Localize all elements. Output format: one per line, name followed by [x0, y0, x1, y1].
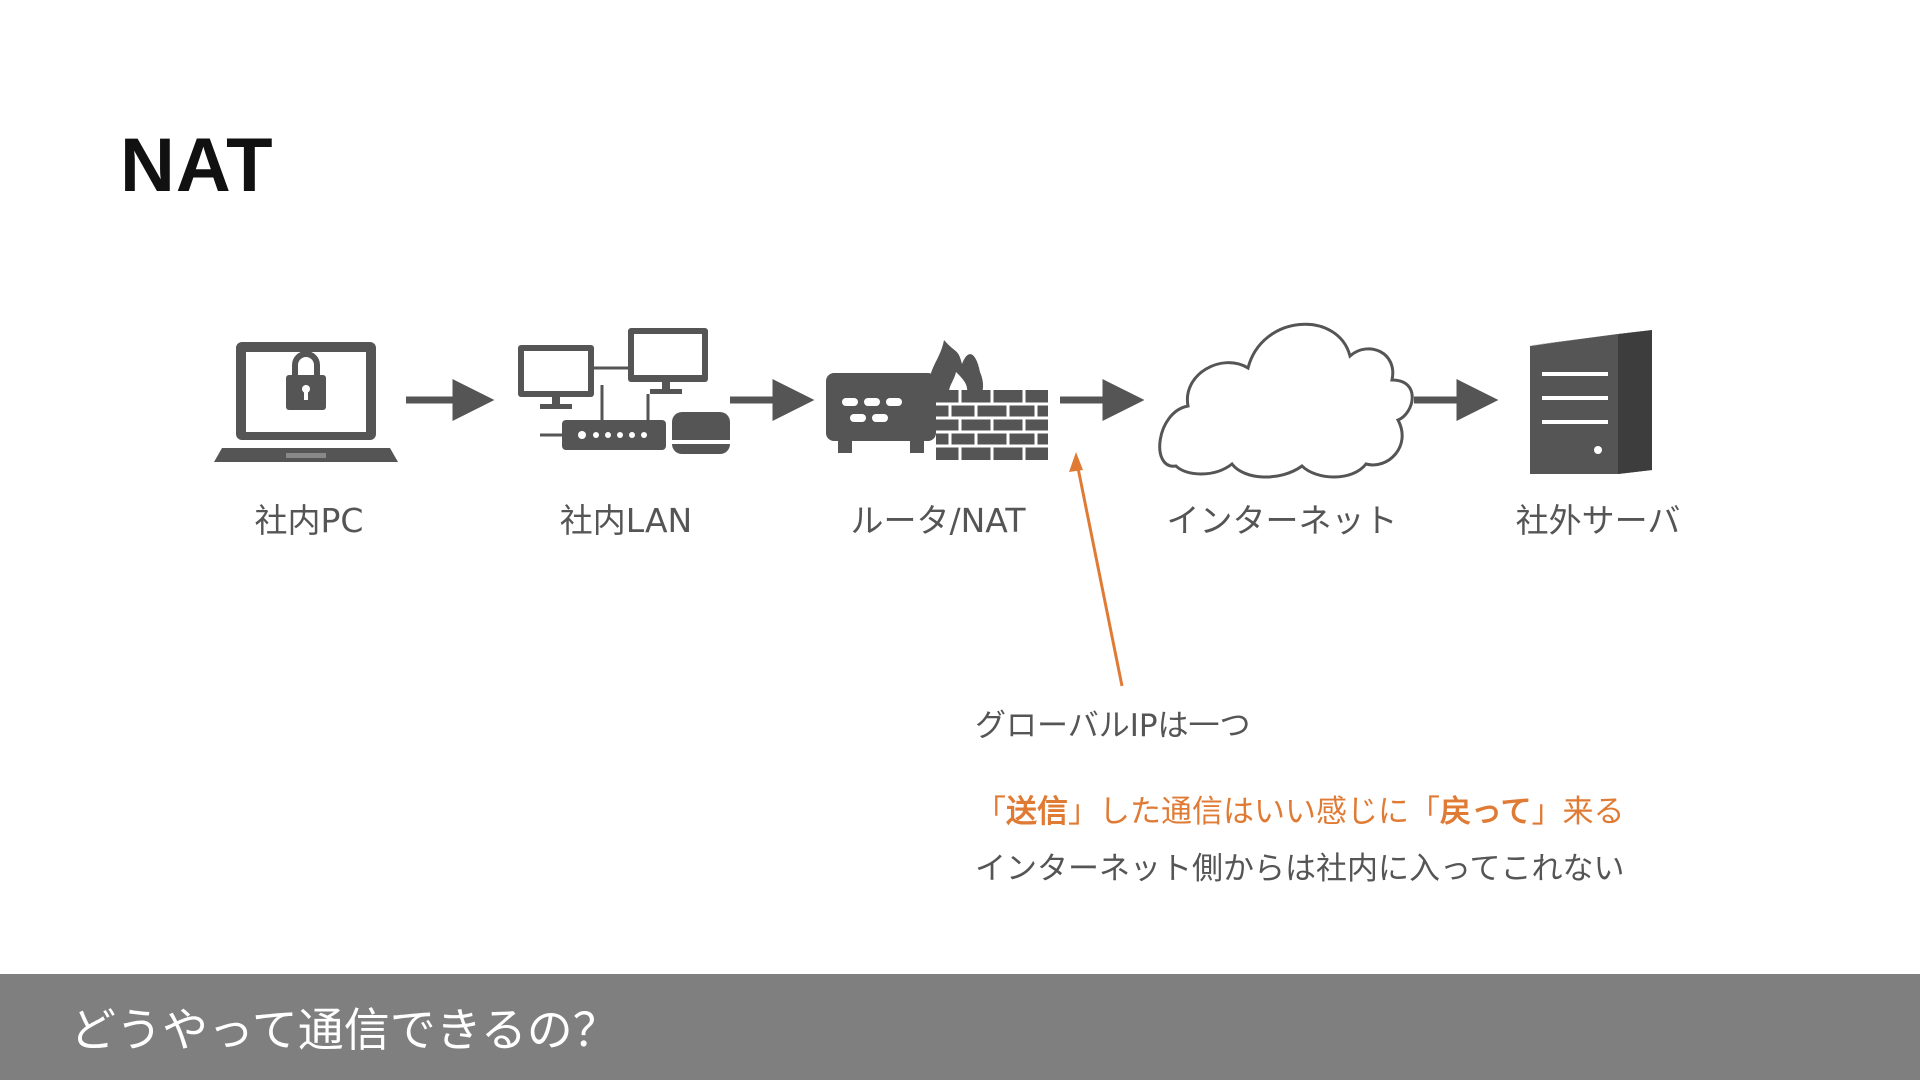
callout-arrow — [1074, 457, 1124, 687]
router-firewall-icon — [826, 340, 1048, 460]
slide-title: NAT — [120, 123, 274, 208]
bracket-open: 「 — [975, 794, 1006, 830]
bracket-close: 」 — [1531, 794, 1563, 830]
emphasis-return: 戻って — [1440, 794, 1532, 830]
node-label-router: ルータ/NAT — [850, 501, 1026, 540]
node-label-server: 社外サーバ — [1515, 501, 1681, 540]
send-return-note: 「送信」した通信はいい感じに「戻って」来る — [975, 786, 1624, 831]
inbound-block-note: インターネット側からは社内に入ってこれない — [975, 851, 1625, 887]
server-icon — [1526, 330, 1652, 474]
bracket-open: 「 — [1409, 794, 1440, 830]
laptop-lock-icon — [214, 342, 398, 462]
send-end-text: 来る — [1562, 794, 1625, 830]
footer-question: どうやって通信できるの？ — [70, 1003, 619, 1057]
node-label-lan: 社内LAN — [559, 501, 693, 540]
lan-devices-icon — [518, 328, 730, 454]
firewall-bricks — [936, 390, 1048, 460]
send-middle-text: した通信はいい感じに — [1099, 794, 1409, 830]
bracket-close: 」 — [1068, 794, 1099, 830]
emphasis-send: 送信 — [1006, 794, 1068, 830]
node-label-pc: 社内PC — [254, 501, 364, 540]
footer-bar: どうやって通信できるの？ — [0, 974, 1920, 1080]
node-label-internet: インターネット — [1166, 501, 1398, 540]
cloud-icon — [1158, 322, 1414, 479]
global-ip-note: グローバルIPは一つ — [975, 708, 1251, 744]
callout-arrowhead — [1069, 452, 1083, 472]
